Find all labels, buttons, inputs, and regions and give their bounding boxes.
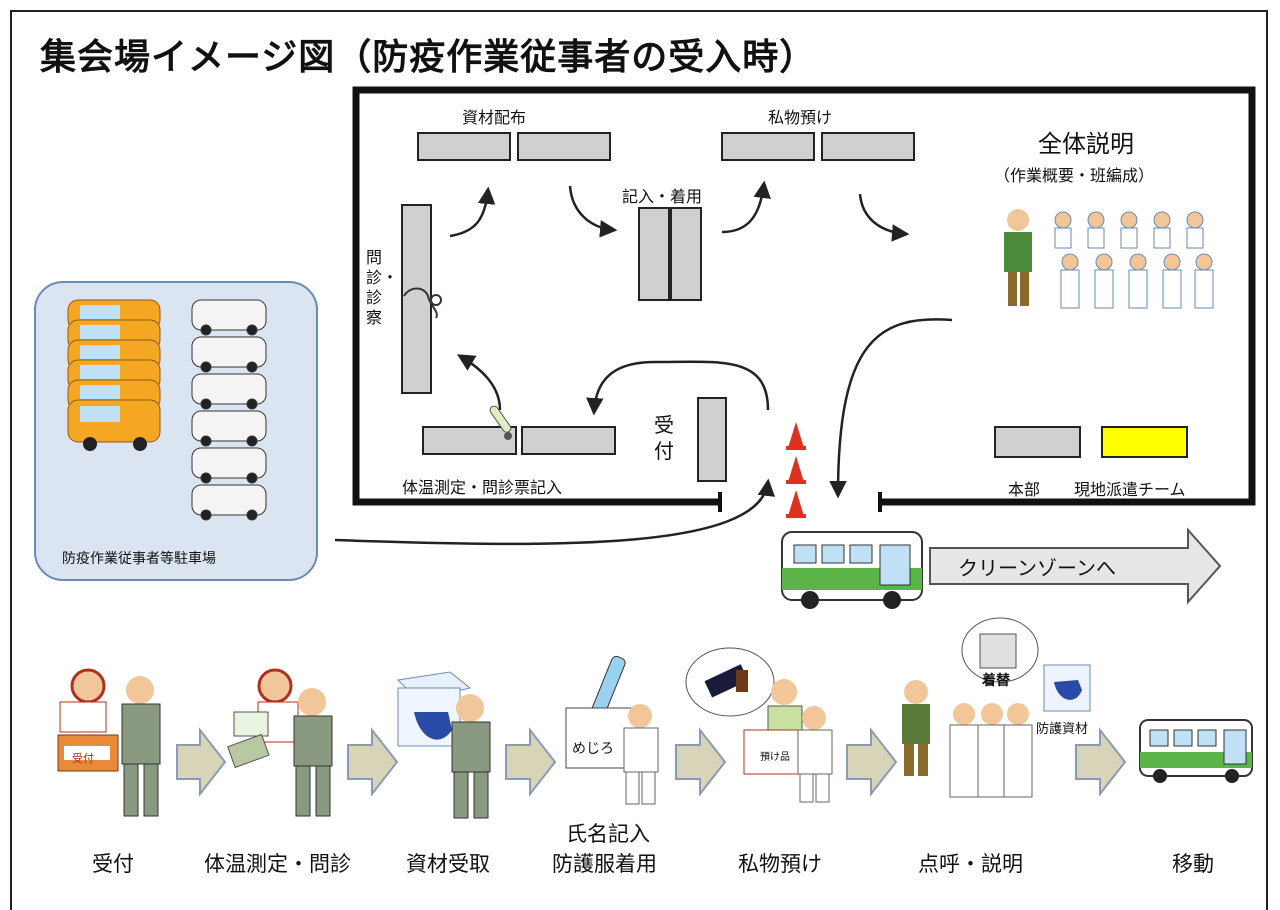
car-icon (191, 373, 267, 410)
step-arrow (176, 727, 227, 797)
table-hq (994, 426, 1081, 458)
person-icons (1004, 209, 1214, 309)
step-arrow (675, 727, 727, 797)
label-temp-questionnaire: 体温測定・問診票記入 (402, 478, 563, 497)
step3-illustration (396, 671, 491, 819)
label-reception: 受付 (654, 413, 674, 463)
person-icon (1054, 211, 1072, 249)
table-materials-2 (517, 132, 611, 161)
label-entry-wearing: 記入・着用 (622, 187, 703, 206)
tables (401, 132, 1081, 482)
flow-arrows (334, 180, 953, 546)
step1-illustration (57, 668, 161, 817)
step-label-protective-suit: 防護服着用 (552, 852, 657, 876)
page-title: 集会場イメージ図（防疫作業従事者の受入時） (40, 37, 817, 78)
table-materials-1 (417, 132, 511, 161)
step-label-rollcall: 点呼・説明 (918, 852, 1023, 876)
step5-illustration (685, 647, 833, 803)
car-icon (191, 447, 267, 484)
label-explanation-sub: （作業概要・班編成） (994, 166, 1155, 185)
white-cars (191, 299, 267, 521)
person-icon (1094, 253, 1114, 309)
person-icon (1004, 209, 1032, 306)
car-icon (191, 484, 267, 521)
traffic-cone-icon (786, 422, 806, 450)
person-icon (1087, 211, 1105, 249)
label-overall-explanation: 全体説明 (1038, 130, 1134, 158)
person-icon (1194, 253, 1214, 309)
label-interview-exam: 問診・診察 (366, 248, 399, 327)
person-icon (1120, 211, 1138, 249)
step-label-move: 移動 (1172, 852, 1214, 876)
traffic-cone-icon (786, 456, 806, 484)
table-reception (697, 397, 727, 482)
deposit-sign-text: 預け品 (760, 752, 790, 763)
person-icon (1162, 253, 1182, 309)
step-arrow (505, 727, 557, 797)
table-private-2 (821, 132, 915, 161)
hall-outline (352, 86, 1256, 506)
step-label-name-entry: 氏名記入 (566, 822, 650, 846)
protective-materials-text: 防護資材 (1036, 722, 1089, 737)
change-text: 着替 (982, 673, 1010, 689)
person-icon (1153, 211, 1171, 249)
step-arrows (176, 727, 1127, 797)
step2-illustration (227, 668, 333, 817)
table-private-1 (721, 132, 815, 161)
step-illustrations (57, 617, 1253, 819)
step-label-reception: 受付 (92, 852, 134, 876)
car-icon (191, 410, 267, 447)
outer-frame (10, 10, 1268, 910)
person-icon (1186, 211, 1204, 249)
reception-sign-text: 受付 (72, 752, 94, 765)
step-label-materials: 資材受取 (406, 852, 490, 876)
table-interview (401, 204, 432, 394)
step-arrow (846, 727, 898, 797)
step-label-private-deposit: 私物預け (738, 852, 822, 876)
orange-cars (67, 299, 161, 451)
label-hq: 本部 (1008, 480, 1041, 499)
stethoscope-icon (403, 287, 442, 319)
table-temp-1 (422, 426, 517, 455)
table-temp-2 (521, 426, 616, 455)
label-private-deposit: 私物預け (768, 108, 833, 127)
car-icon (67, 399, 161, 451)
step-arrow (347, 727, 399, 797)
traffic-cone-icon (786, 490, 806, 518)
car-icon (191, 299, 267, 336)
table-entry-1 (638, 207, 670, 301)
traffic-cone-icons (786, 422, 806, 518)
table-field-team (1101, 426, 1188, 458)
step6-illustration (902, 617, 1091, 798)
step-arrow (1075, 727, 1127, 797)
clean-zone-arrow (929, 527, 1222, 605)
person-icon (1060, 253, 1080, 309)
car-icon (191, 336, 267, 373)
thermometer-icon (489, 405, 512, 440)
table-entry-2 (670, 207, 702, 301)
step7-bus-icon (1139, 719, 1253, 783)
label-parking: 防疫作業従事者等駐車場 (62, 551, 216, 567)
label-field-team: 現地派遣チーム (1074, 480, 1186, 499)
step-label-temperature: 体温測定・問診 (204, 852, 351, 876)
label-clean-zone: クリーンゾーンへ (958, 556, 1116, 580)
bus-icon (781, 531, 923, 609)
person-icon (1128, 253, 1148, 309)
step4-illustration (565, 655, 659, 805)
mejiro-text: めじろ (572, 741, 614, 757)
worker-group (1054, 211, 1214, 309)
label-materials-dist: 資材配布 (462, 108, 527, 127)
